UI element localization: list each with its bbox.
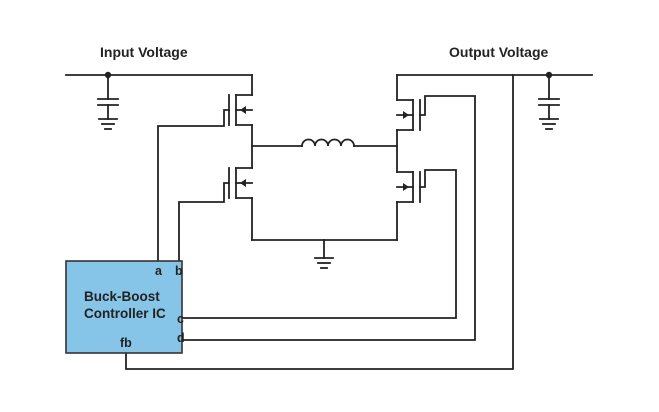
output-voltage-label: Output Voltage <box>449 44 548 60</box>
input-rail <box>65 71 253 79</box>
pin-c-label: c <box>177 312 184 326</box>
mosfet-bottom-right <box>396 171 421 203</box>
controller-title-line1: Buck-Boost <box>84 289 160 304</box>
inductor <box>251 138 398 147</box>
controller-ic: Buck-Boost Controller IC a b c d fb <box>65 260 185 354</box>
gate-c-wire <box>179 169 457 319</box>
output-ground-icon <box>539 118 559 130</box>
pin-fb-label: fb <box>120 336 132 350</box>
mosfet-bottom-left <box>228 167 253 199</box>
mosfet-top-right <box>396 99 421 131</box>
pin-d-label: d <box>177 331 185 345</box>
output-rail <box>396 71 593 79</box>
controller-box <box>65 260 183 354</box>
feedback-wire <box>125 74 514 370</box>
pin-a-label: a <box>155 264 163 278</box>
controller-title-line2: Controller IC <box>84 306 166 321</box>
input-ground-icon <box>98 118 118 130</box>
pin-b-label: b <box>175 264 183 278</box>
main-ground-icon <box>314 257 334 269</box>
ground-return-wire <box>251 239 398 259</box>
gate-d-wire <box>179 95 476 341</box>
input-voltage-label: Input Voltage <box>100 44 188 60</box>
gate-a-wire <box>157 109 230 263</box>
gate-b-wire <box>178 182 230 263</box>
input-capacitor <box>97 74 119 120</box>
mosfet-top-left <box>228 94 253 126</box>
output-capacitor <box>538 74 560 120</box>
